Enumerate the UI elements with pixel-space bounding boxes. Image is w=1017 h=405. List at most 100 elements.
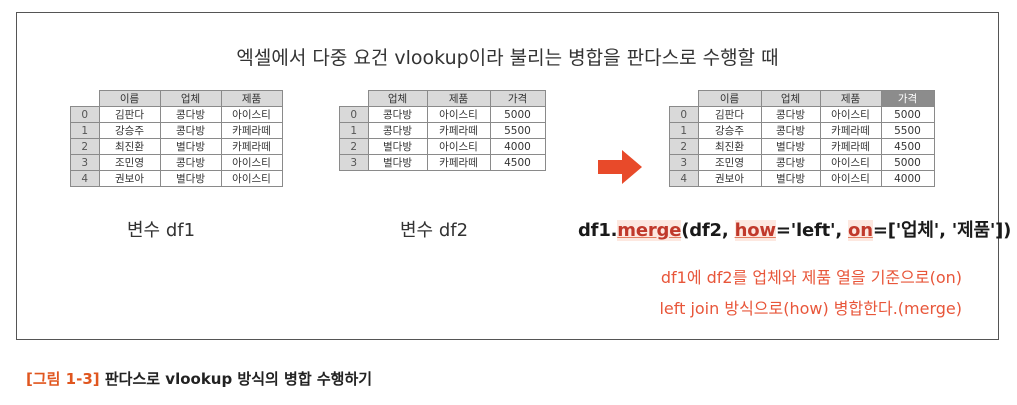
table-cell: 카페라떼	[819, 138, 882, 155]
table-cell: 별다방	[367, 154, 428, 171]
row-index: 1	[70, 122, 100, 139]
table-cell: 아이스티	[220, 106, 283, 123]
row-index: 3	[669, 154, 699, 171]
table-cell: 카페라떼	[426, 122, 491, 139]
table-cell: 최진환	[98, 138, 161, 155]
table-cell: 별다방	[159, 138, 222, 155]
column-header: 이름	[697, 90, 762, 107]
table-cell: 아이스티	[426, 138, 491, 155]
table-cell: 4500	[489, 154, 546, 171]
explanation-line-1: df1에 df2를 업체와 제품 열을 기준으로(on)	[660, 268, 962, 287]
explanation-line-2: left join 방식으로(how) 병합한다.(merge)	[659, 299, 962, 318]
row-index: 3	[70, 154, 100, 171]
table-cell: 김판다	[697, 106, 762, 123]
table-cell: 별다방	[159, 170, 222, 187]
table-cell: 아이스티	[819, 154, 882, 171]
code-how-keyword: how	[734, 220, 776, 241]
table-cell: 아이스티	[220, 154, 283, 171]
code-on-keyword: on	[848, 220, 873, 241]
table-cell: 김판다	[98, 106, 161, 123]
df1-label: 변수 df1	[127, 220, 196, 241]
table-cell: 아이스티	[426, 106, 491, 123]
table-cell: 조민영	[697, 154, 762, 171]
table-cell: 별다방	[760, 170, 821, 187]
merge-code: df1.merge(df2, how='left', on=['업체', '제품…	[578, 216, 1011, 242]
table-cell: 5000	[489, 106, 546, 123]
row-index: 2	[70, 138, 100, 155]
column-header: 제품	[819, 90, 882, 107]
row-index: 0	[669, 106, 699, 123]
right-arrow-icon	[598, 150, 642, 184]
table-cell: 별다방	[760, 138, 821, 155]
table-cell: 5000	[880, 154, 935, 171]
figure-frame: 엑셀에서 다중 요건 vlookup이라 불리는 병합을 판다스로 수행할 때 …	[16, 12, 1011, 340]
column-header: 가격	[880, 90, 935, 107]
row-index: 4	[669, 170, 699, 187]
code-part: ='left',	[775, 220, 849, 241]
figure-title: 엑셀에서 다중 요건 vlookup이라 불리는 병합을 판다스로 수행할 때	[236, 47, 779, 69]
row-index: 2	[669, 138, 699, 155]
column-header: 업체	[367, 90, 428, 107]
column-header: 제품	[220, 90, 283, 107]
row-index: 0	[339, 106, 369, 123]
column-header: 이름	[98, 90, 161, 107]
table-cell: 최진환	[697, 138, 762, 155]
table-cell: 강승주	[697, 122, 762, 139]
row-index: 0	[70, 106, 100, 123]
code-merge-keyword: merge	[617, 220, 682, 241]
table-cell: 카페라떼	[220, 138, 283, 155]
code-part: df1.	[578, 220, 618, 241]
table-cell: 권보아	[98, 170, 161, 187]
table-cell: 콩다방	[367, 106, 428, 123]
column-header: 가격	[489, 90, 546, 107]
table-cell: 콩다방	[760, 154, 821, 171]
table-cell: 5000	[880, 106, 935, 123]
index-corner	[71, 91, 100, 107]
df2-label: 변수 df2	[400, 220, 469, 241]
row-index: 3	[339, 154, 369, 171]
table-cell: 콩다방	[159, 122, 222, 139]
table-cell: 5500	[489, 122, 546, 139]
figure-caption: [그림 1-3] 판다스로 vlookup 방식의 병합 수행하기	[26, 368, 372, 389]
table-cell: 권보아	[697, 170, 762, 187]
column-header: 업체	[159, 90, 222, 107]
column-header: 업체	[760, 90, 821, 107]
caption-number: [그림 1-3]	[26, 370, 100, 388]
table-cell: 콩다방	[159, 154, 222, 171]
table-cell: 아이스티	[819, 170, 882, 187]
code-part: (df2,	[681, 220, 735, 241]
table-cell: 5500	[880, 122, 935, 139]
row-index: 2	[339, 138, 369, 155]
column-header: 제품	[426, 90, 491, 107]
index-corner	[340, 91, 369, 107]
table-cell: 콩다방	[159, 106, 222, 123]
table-cell: 4000	[489, 138, 546, 155]
row-index: 1	[669, 122, 699, 139]
code-part: =['업체', '제품'])	[872, 220, 1012, 241]
row-index: 4	[70, 170, 100, 187]
table-cell: 조민영	[98, 154, 161, 171]
table-cell: 콩다방	[760, 122, 821, 139]
caption-text: 판다스로 vlookup 방식의 병합 수행하기	[99, 370, 373, 388]
table-cell: 카페라떼	[819, 122, 882, 139]
